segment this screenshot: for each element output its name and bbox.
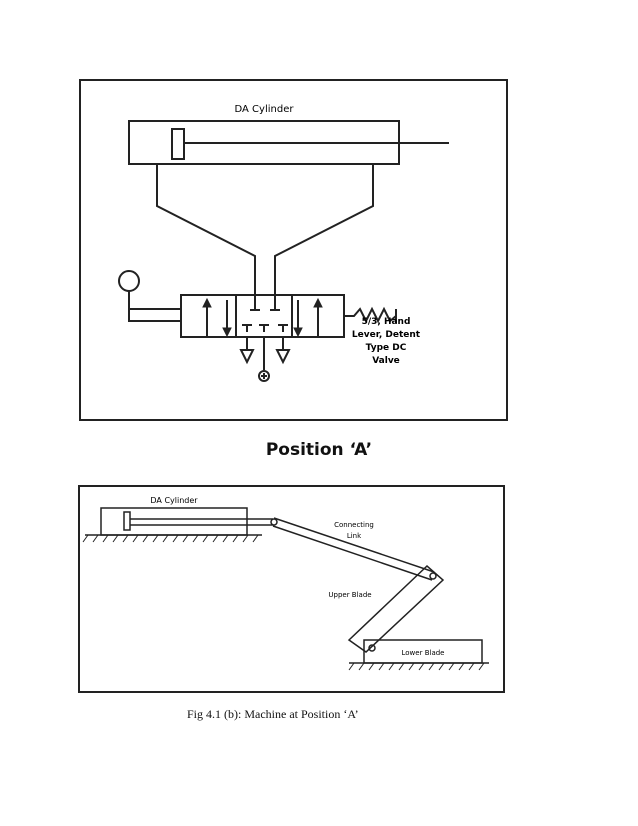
figure-caption: Fig 4.1 (b): Machine at Position ‘A’	[187, 707, 359, 721]
valve-label-line-4: Valve	[372, 356, 400, 366]
exhaust-triangle-icon	[275, 349, 291, 365]
pressure-gauge-icon	[118, 270, 140, 292]
machine-cylinder-label: DA Cylinder	[150, 496, 198, 505]
supply-line	[128, 291, 181, 322]
lower-blade-label: Lower Blade	[402, 649, 445, 657]
upper-blade	[347, 564, 445, 653]
supply-port-icon	[258, 370, 270, 382]
circuit-diagram	[79, 79, 508, 421]
detent-spring-icon	[344, 306, 397, 324]
machine-piston	[123, 511, 131, 531]
exhaust-triangle-icon	[239, 349, 255, 365]
position-title: Position ‘A’	[265, 440, 373, 460]
valve-label-line-1: 5/3, Hand	[362, 317, 411, 327]
pipe-right	[274, 164, 374, 302]
machine-diagram	[78, 485, 505, 693]
upper-blade-label: Upper Blade	[328, 591, 371, 599]
pipe-left	[156, 164, 256, 302]
piston	[171, 128, 185, 160]
valve-label-line-3: Type DC	[366, 343, 407, 353]
cylinder-label: DA Cylinder	[235, 104, 295, 115]
connecting-link	[273, 517, 435, 573]
link-label-line-1: Connecting	[334, 521, 374, 529]
valve-label-line-2: Lever, Detent	[352, 330, 421, 340]
link-label-line-2: Link	[347, 532, 362, 540]
